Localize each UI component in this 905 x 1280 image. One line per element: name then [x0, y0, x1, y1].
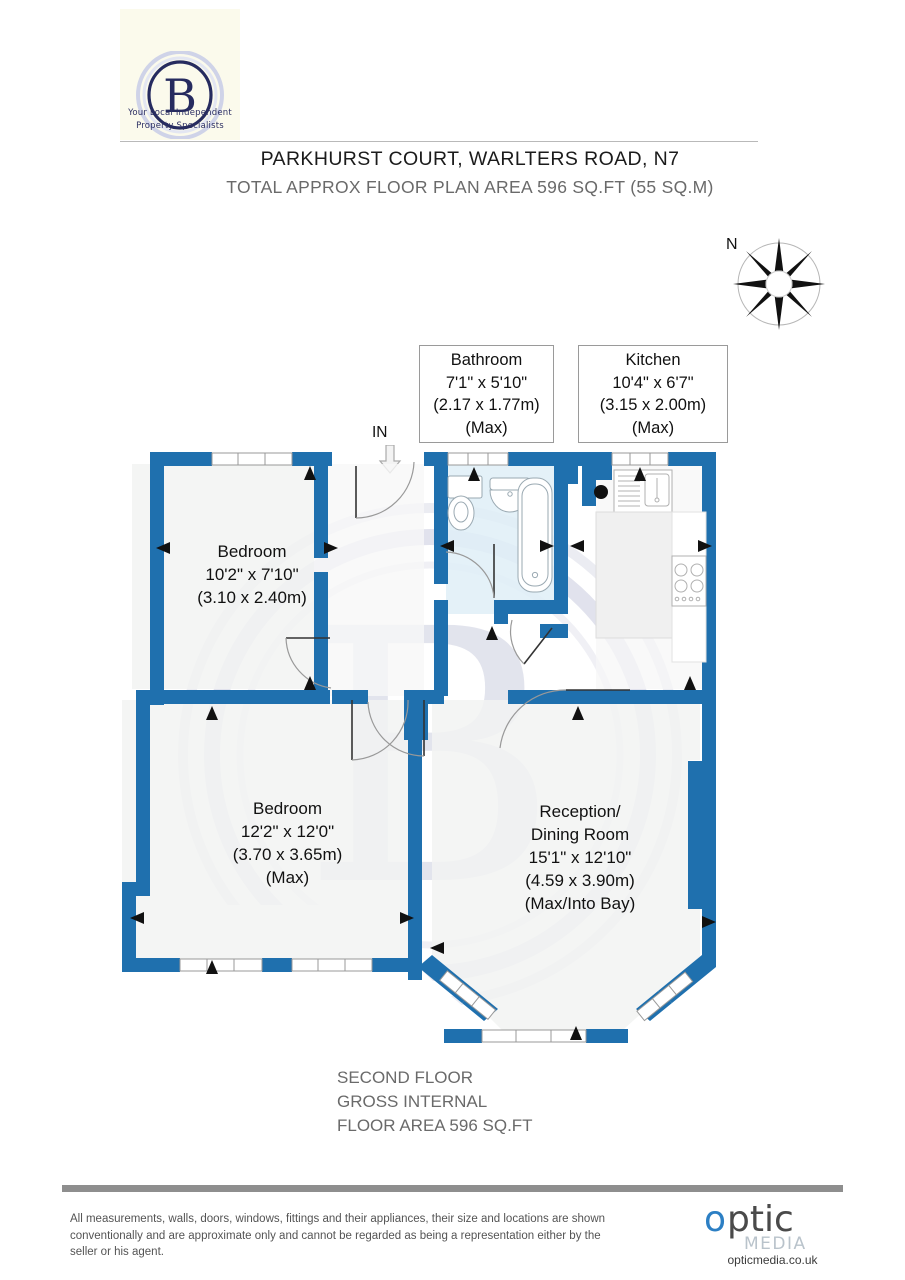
disclaimer-text: All measurements, walls, doors, windows,… [70, 1213, 606, 1258]
reception-note: (Max/Into Bay) [524, 894, 636, 913]
reception-name-line2: Dining Room [530, 825, 630, 844]
callout-bathroom: Bathroom 7'1" x 5'10" (2.17 x 1.77m) (Ma… [419, 345, 554, 443]
callout-bathroom-imperial: 7'1" x 5'10" [445, 373, 528, 392]
optic-letters-rest: ptic [727, 1199, 794, 1240]
room-label-reception: Reception/ Dining Room 15'1" x 12'10" (4… [480, 800, 680, 915]
bedroom-2-name: Bedroom [253, 799, 322, 818]
bedroom-2-note: (Max) [265, 868, 310, 887]
floor-summary-line2: GROSS INTERNAL [337, 1092, 488, 1111]
kitchen-fixtures [594, 469, 707, 663]
optic-media-wordmark: o ptic MEDIA [704, 1199, 807, 1254]
logo-tagline-line2: Property Specialists [136, 121, 224, 131]
floor-summary: SECOND FLOOR GROSS INTERNAL FLOOR AREA 5… [337, 1066, 533, 1138]
logo-b-mark: B [136, 51, 224, 139]
bedroom-2-metric: (3.70 x 3.65m) [232, 845, 343, 864]
callout-bathroom-name: Bathroom [450, 351, 523, 369]
logo-tagline: Your Local Independent Property Speciali… [120, 107, 240, 133]
reception-name-line1: Reception/ [539, 802, 621, 821]
logo-tagline-line1: Your Local Independent [128, 108, 232, 118]
optic-media-url[interactable]: opticmedia.co.uk [727, 1253, 818, 1267]
callout-kitchen-name: Kitchen [625, 351, 681, 369]
logo-letter: B [163, 69, 197, 123]
bedroom-1-metric: (3.10 x 2.40m) [197, 588, 307, 607]
optic-media-label: MEDIA [744, 1234, 807, 1254]
bedroom-1-name: Bedroom [217, 542, 287, 561]
callout-kitchen: Kitchen 10'4" x 6'7" (3.15 x 2.00m) (Max… [578, 345, 728, 443]
bathroom-fixtures [447, 475, 553, 593]
bedroom-1-imperial: 10'2" x 7'10" [205, 565, 299, 584]
callout-kitchen-note: (Max) [631, 418, 675, 437]
room-label-bedroom-2: Bedroom 12'2" x 12'0" (3.70 x 3.65m) (Ma… [180, 797, 395, 889]
header-divider [120, 141, 758, 142]
compass-north-label: N [726, 236, 738, 253]
entrance-arrow-icon [378, 445, 402, 474]
footer-divider-bar [62, 1185, 843, 1192]
bedroom-2-imperial: 12'2" x 12'0" [240, 822, 335, 841]
room-label-bedroom-1: Bedroom 10'2" x 7'10" (3.10 x 2.40m) [152, 540, 352, 609]
callout-bathroom-metric: (2.17 x 1.77m) [433, 396, 540, 414]
compass-rose: N [722, 232, 832, 337]
entrance-label: IN [372, 424, 388, 441]
callout-kitchen-imperial: 10'4" x 6'7" [612, 373, 694, 392]
optic-letter-o: o [704, 1199, 726, 1240]
optic-media-logo[interactable]: o ptic MEDIA opticmedia.co.uk [700, 1197, 845, 1269]
callout-kitchen-metric: (3.15 x 2.00m) [599, 396, 707, 414]
page-subtitle: TOTAL APPROX FLOOR PLAN AREA 596 SQ.FT (… [226, 177, 714, 197]
page-title: PARKHURST COURT, WARLTERS ROAD, N7 [260, 148, 680, 170]
doors [285, 461, 630, 761]
floor-summary-line1: SECOND FLOOR [337, 1068, 474, 1087]
callout-bathroom-note: (Max) [465, 418, 508, 437]
agency-logo: B Your Local Independent Property Specia… [120, 9, 240, 140]
reception-metric: (4.59 x 3.90m) [525, 871, 635, 890]
floor-summary-line3: FLOOR AREA 596 SQ.FT [337, 1116, 533, 1135]
reception-imperial: 15'1" x 12'10" [528, 848, 632, 867]
